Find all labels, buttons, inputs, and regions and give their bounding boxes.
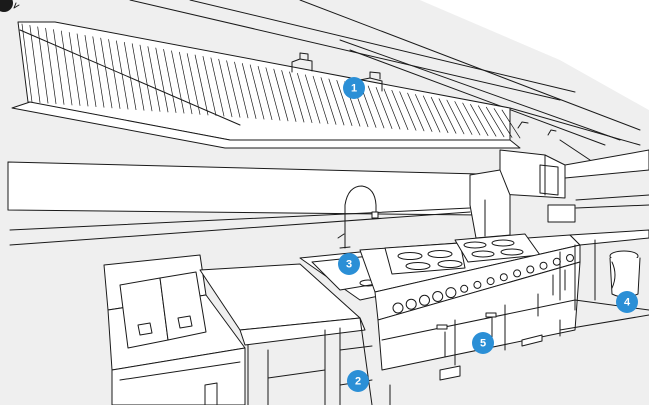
marker-number: 2: [355, 376, 361, 388]
range-knob: [393, 303, 403, 313]
range-knob: [433, 292, 443, 302]
marker-bin: 4: [616, 291, 638, 313]
range-knob: [420, 295, 430, 305]
marker-hood: 1: [343, 77, 365, 99]
range-knob: [474, 281, 481, 288]
range-knob: [540, 262, 547, 269]
range-knob: [406, 299, 416, 309]
marker-sink: 3: [338, 253, 360, 275]
waste-bin: [610, 251, 640, 297]
marker-cooking-range: 5: [472, 332, 494, 354]
range-knob: [527, 266, 534, 273]
marker-counter-base: 2: [347, 370, 369, 392]
range-knob: [553, 258, 560, 265]
range-knob: [461, 285, 468, 292]
range-knob: [500, 274, 507, 281]
range-knob: [487, 278, 494, 285]
range-knob: [446, 288, 456, 298]
marker-number: 5: [480, 338, 486, 350]
range-knob: [567, 255, 574, 262]
marker-number: 1: [351, 83, 357, 95]
marker-number: 4: [624, 297, 631, 309]
marker-number: 3: [346, 259, 352, 271]
range-knob: [514, 270, 521, 277]
